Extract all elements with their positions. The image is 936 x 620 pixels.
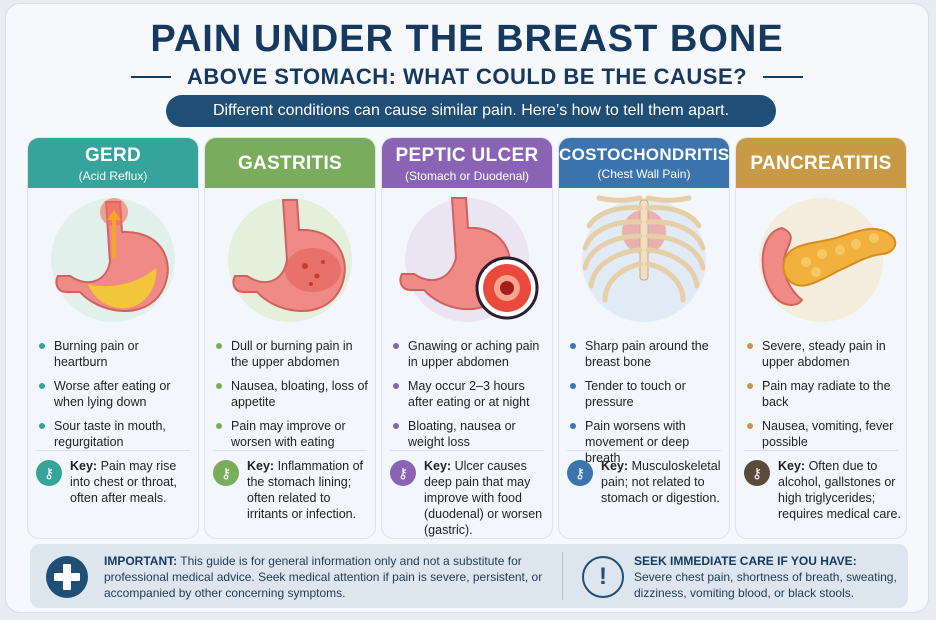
- card-header: PANCREATITIS: [736, 138, 906, 188]
- list-item: May occur 2–3 hours after eating or at n…: [392, 378, 548, 410]
- list-item: Sharp pain around the breast bone: [569, 338, 725, 370]
- list-item: Worse after eating or when lying down: [38, 378, 194, 410]
- card-title: COSTOCHONDRITIS: [559, 145, 730, 164]
- ulcer-stomach-icon: [399, 197, 539, 322]
- bullet-dot-icon: [570, 343, 576, 349]
- key-text: Inflammation of the stomach lining; ofte…: [247, 459, 364, 521]
- card-costochondritis: COSTOCHONDRITIS (Chest Wall Pain): [558, 137, 730, 539]
- key-divider: [567, 450, 721, 451]
- bullet-dot-icon: [747, 343, 753, 349]
- bullet-dot-icon: [39, 423, 45, 429]
- card-peptic-ulcer: PEPTIC ULCER (Stomach or Duodenal) Gnawi…: [381, 137, 553, 539]
- rib-cage-icon: [582, 195, 706, 322]
- pancreas-icon: [759, 198, 897, 322]
- infographic-page: PAIN UNDER THE BREAST BONE ABOVE STOMACH…: [6, 4, 928, 612]
- key-icon: ⚷: [390, 460, 416, 486]
- bullet-dot-icon: [216, 383, 222, 389]
- footer-divider: [562, 552, 563, 600]
- bullet-dot-icon: [747, 383, 753, 389]
- list-item: Severe, steady pain in upper abdomen: [746, 338, 902, 370]
- key-icon: ⚷: [744, 460, 770, 486]
- seek-care-note: SEEK IMMEDIATE CARE IF YOU HAVE: Severe …: [634, 553, 904, 601]
- key-icon: ⚷: [213, 460, 239, 486]
- important-note: IMPORTANT: This guide is for general inf…: [104, 553, 544, 601]
- page-subtitle: ABOVE STOMACH: WHAT COULD BE THE CAUSE?: [186, 64, 748, 89]
- symptom-list: Dull or burning pain in the upper abdome…: [215, 338, 371, 458]
- seek-care-heading: SEEK IMMEDIATE CARE IF YOU HAVE:: [634, 554, 857, 568]
- list-item: Gnawing or aching pain in upper abdomen: [392, 338, 548, 370]
- card-header: COSTOCHONDRITIS (Chest Wall Pain): [559, 138, 729, 188]
- key-divider: [36, 450, 190, 451]
- list-item: Pain worsens with movement or deep breat…: [569, 418, 725, 466]
- bullet-dot-icon: [216, 423, 222, 429]
- bullet-dot-icon: [39, 383, 45, 389]
- bullet-dot-icon: [216, 343, 222, 349]
- card-header: GERD (Acid Reflux): [28, 138, 198, 188]
- list-item: Nausea, vomiting, fever possible: [746, 418, 902, 450]
- important-text: This guide is for general information on…: [104, 554, 543, 600]
- key-text: Often due to alcohol, gallstones or high…: [778, 459, 901, 521]
- card-title: PANCREATITIS: [750, 153, 892, 174]
- title-dash-right: [763, 76, 804, 78]
- bullet-dot-icon: [393, 343, 399, 349]
- key-divider: [744, 450, 898, 451]
- card-subtitle: (Acid Reflux): [78, 169, 148, 183]
- list-item: Burning pain or heartburn: [38, 338, 194, 370]
- key-label: Key:: [424, 459, 452, 473]
- bullet-dot-icon: [570, 423, 576, 429]
- bullet-dot-icon: [570, 383, 576, 389]
- stomach-reflux-icon: [51, 198, 175, 322]
- bullet-dot-icon: [393, 423, 399, 429]
- list-item: Pain may improve or worsen with eating: [215, 418, 371, 450]
- key-label: Key:: [70, 459, 98, 473]
- symptom-list: Gnawing or aching pain in upper abdomen …: [392, 338, 548, 458]
- list-item: Pain may radiate to the back: [746, 378, 902, 410]
- footer-notice: IMPORTANT: This guide is for general inf…: [30, 544, 908, 608]
- key-icon: ⚷: [567, 460, 593, 486]
- bullet-dot-icon: [747, 423, 753, 429]
- card-header: GASTRITIS: [205, 138, 375, 188]
- intro-banner: Different conditions can cause similar p…: [166, 95, 776, 127]
- medical-cross-icon: [46, 556, 88, 598]
- key-divider: [390, 450, 544, 451]
- page-title: PAIN UNDER THE BREAST BONE: [150, 18, 784, 60]
- title-dash-left: [130, 76, 171, 78]
- list-item: Tender to touch or pressure: [569, 378, 725, 410]
- list-item: Bloating, nausea or weight loss: [392, 418, 548, 450]
- symptom-list: Burning pain or heartburn Worse after ea…: [38, 338, 194, 458]
- key-icon: ⚷: [36, 460, 62, 486]
- key-text: Pain may rise into chest or throat, ofte…: [70, 459, 178, 505]
- bullet-dot-icon: [39, 343, 45, 349]
- seek-care-text: Severe chest pain, shortness of breath, …: [634, 570, 897, 600]
- exclamation-icon: !: [582, 556, 624, 598]
- key-divider: [213, 450, 367, 451]
- card-title: GASTRITIS: [237, 153, 343, 174]
- card-header: PEPTIC ULCER (Stomach or Duodenal): [382, 138, 552, 188]
- card-pancreatitis: PANCREATITIS Severe, steady pain in uppe…: [735, 137, 907, 539]
- list-item: Dull or burning pain in the upper abdome…: [215, 338, 371, 370]
- card-subtitle: (Stomach or Duodenal): [404, 169, 530, 183]
- card-gastritis: GASTRITIS Dull or burning pain in the up…: [204, 137, 376, 539]
- card-title: PEPTIC ULCER: [395, 145, 539, 166]
- key-text: Musculoskeletal pain; not related to sto…: [601, 459, 721, 505]
- inflamed-stomach-icon: [228, 198, 352, 322]
- key-text: Ulcer causes deep pain that may improve …: [424, 459, 543, 537]
- important-label: IMPORTANT:: [104, 554, 178, 568]
- list-item: Nausea, bloating, loss of appetite: [215, 378, 371, 410]
- page-subtitle-row: ABOVE STOMACH: WHAT COULD BE THE CAUSE?: [6, 64, 928, 90]
- key-label: Key:: [601, 459, 629, 473]
- card-subtitle: (Chest Wall Pain): [597, 167, 691, 181]
- list-item: Sour taste in mouth, regurgitation: [38, 418, 194, 450]
- card-gerd: GERD (Acid Reflux) Burning pain or heart…: [27, 137, 199, 539]
- bullet-dot-icon: [393, 383, 399, 389]
- key-label: Key:: [778, 459, 806, 473]
- card-title: GERD: [84, 145, 142, 166]
- symptom-list: Sharp pain around the breast bone Tender…: [569, 338, 725, 474]
- symptom-list: Severe, steady pain in upper abdomen Pai…: [746, 338, 902, 458]
- key-label: Key:: [247, 459, 275, 473]
